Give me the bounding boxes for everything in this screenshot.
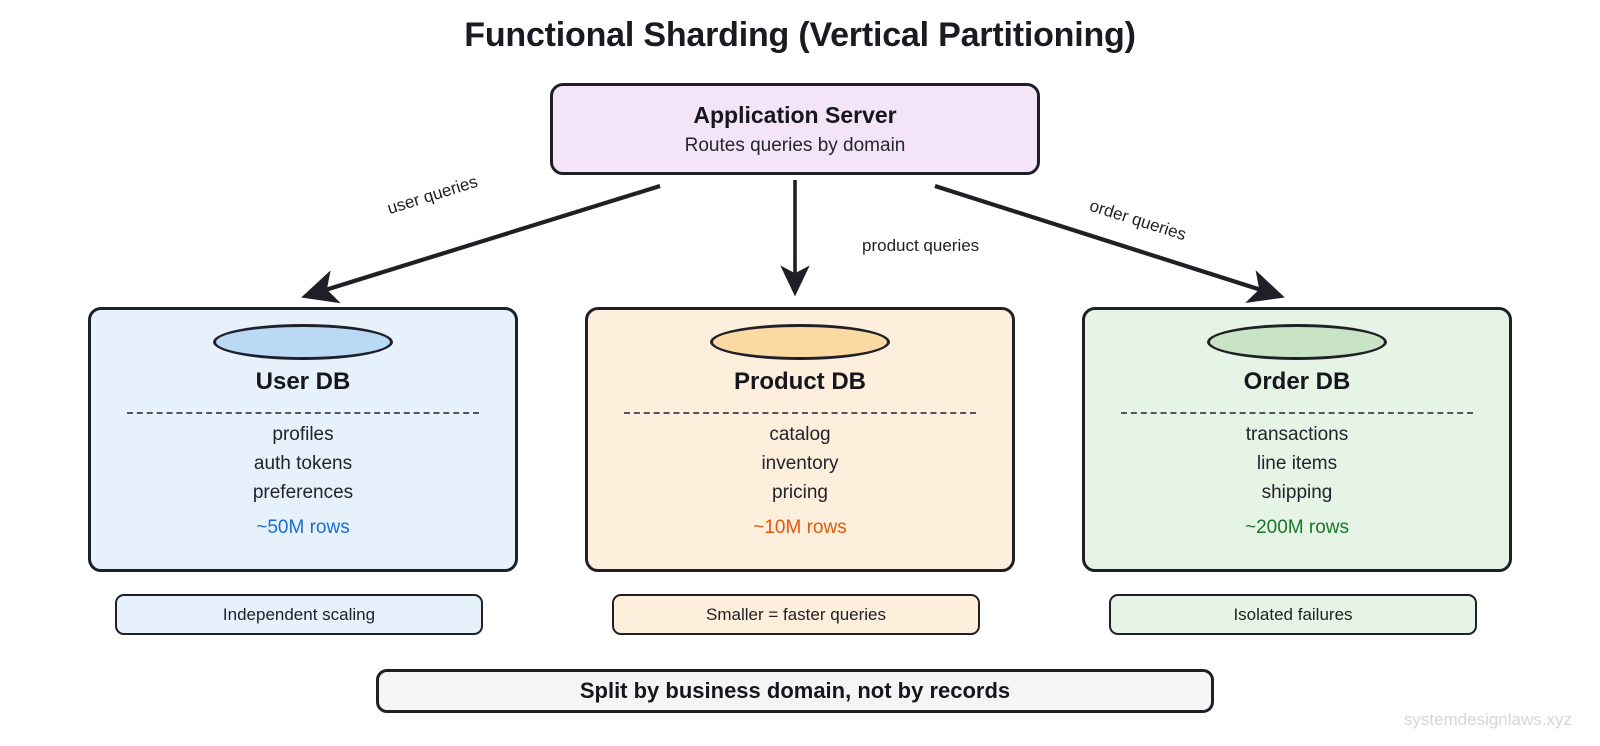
user-db-row-count: ~50M rows — [256, 516, 350, 538]
page-title: Functional Sharding (Vertical Partitioni… — [464, 16, 1136, 54]
order-db-item-list: transactions line items shipping — [1246, 425, 1348, 503]
list-item: auth tokens — [253, 452, 353, 474]
application-server-title: Application Server — [693, 101, 897, 128]
edge-label-user-queries: user queries — [385, 171, 480, 219]
list-item: pricing — [772, 481, 828, 503]
application-server-subtitle: Routes queries by domain — [684, 134, 906, 156]
divider — [127, 412, 479, 414]
benefit-pill-order-db: Isolated failures — [1109, 594, 1477, 635]
order-db-title: Order DB — [1243, 368, 1351, 395]
divider — [624, 412, 976, 414]
product-db-row-count: ~10M rows — [753, 516, 847, 538]
product-db-title: Product DB — [734, 368, 866, 395]
node-application-server[interactable]: Application Server Routes queries by dom… — [550, 83, 1040, 175]
edge-label-order-queries: order queries — [1087, 196, 1189, 245]
watermark: systemdesignlaws.xyz — [1403, 710, 1572, 729]
node-user-db[interactable]: User DB profiles auth tokens preferences… — [88, 307, 518, 572]
database-cylinder-icon — [1207, 324, 1387, 360]
list-item: shipping — [1261, 481, 1333, 503]
list-item: line items — [1256, 452, 1338, 474]
arrow-app-to-user-db — [301, 183, 661, 304]
node-order-db[interactable]: Order DB transactions line items shippin… — [1082, 307, 1512, 572]
list-item: transactions — [1245, 424, 1349, 445]
node-product-db[interactable]: Product DB catalog inventory pricing ~10… — [585, 307, 1015, 572]
database-cylinder-icon — [710, 324, 890, 360]
benefit-pill-product-db: Smaller = faster queries — [612, 594, 980, 635]
divider — [1121, 412, 1473, 414]
edge-label-product-queries: product queries — [862, 236, 980, 255]
list-item: preferences — [252, 481, 354, 503]
database-cylinder-icon — [213, 324, 393, 360]
summary-banner: Split by business domain, not by records — [376, 669, 1214, 713]
benefit-pill-user-db: Independent scaling — [115, 594, 483, 635]
product-db-item-list: catalog inventory pricing — [761, 425, 838, 503]
user-db-item-list: profiles auth tokens preferences — [253, 425, 353, 503]
list-item: inventory — [761, 452, 839, 474]
order-db-row-count: ~200M rows — [1244, 516, 1350, 538]
user-db-title: User DB — [255, 368, 351, 395]
list-item: profiles — [272, 424, 334, 445]
list-item: catalog — [769, 424, 831, 445]
